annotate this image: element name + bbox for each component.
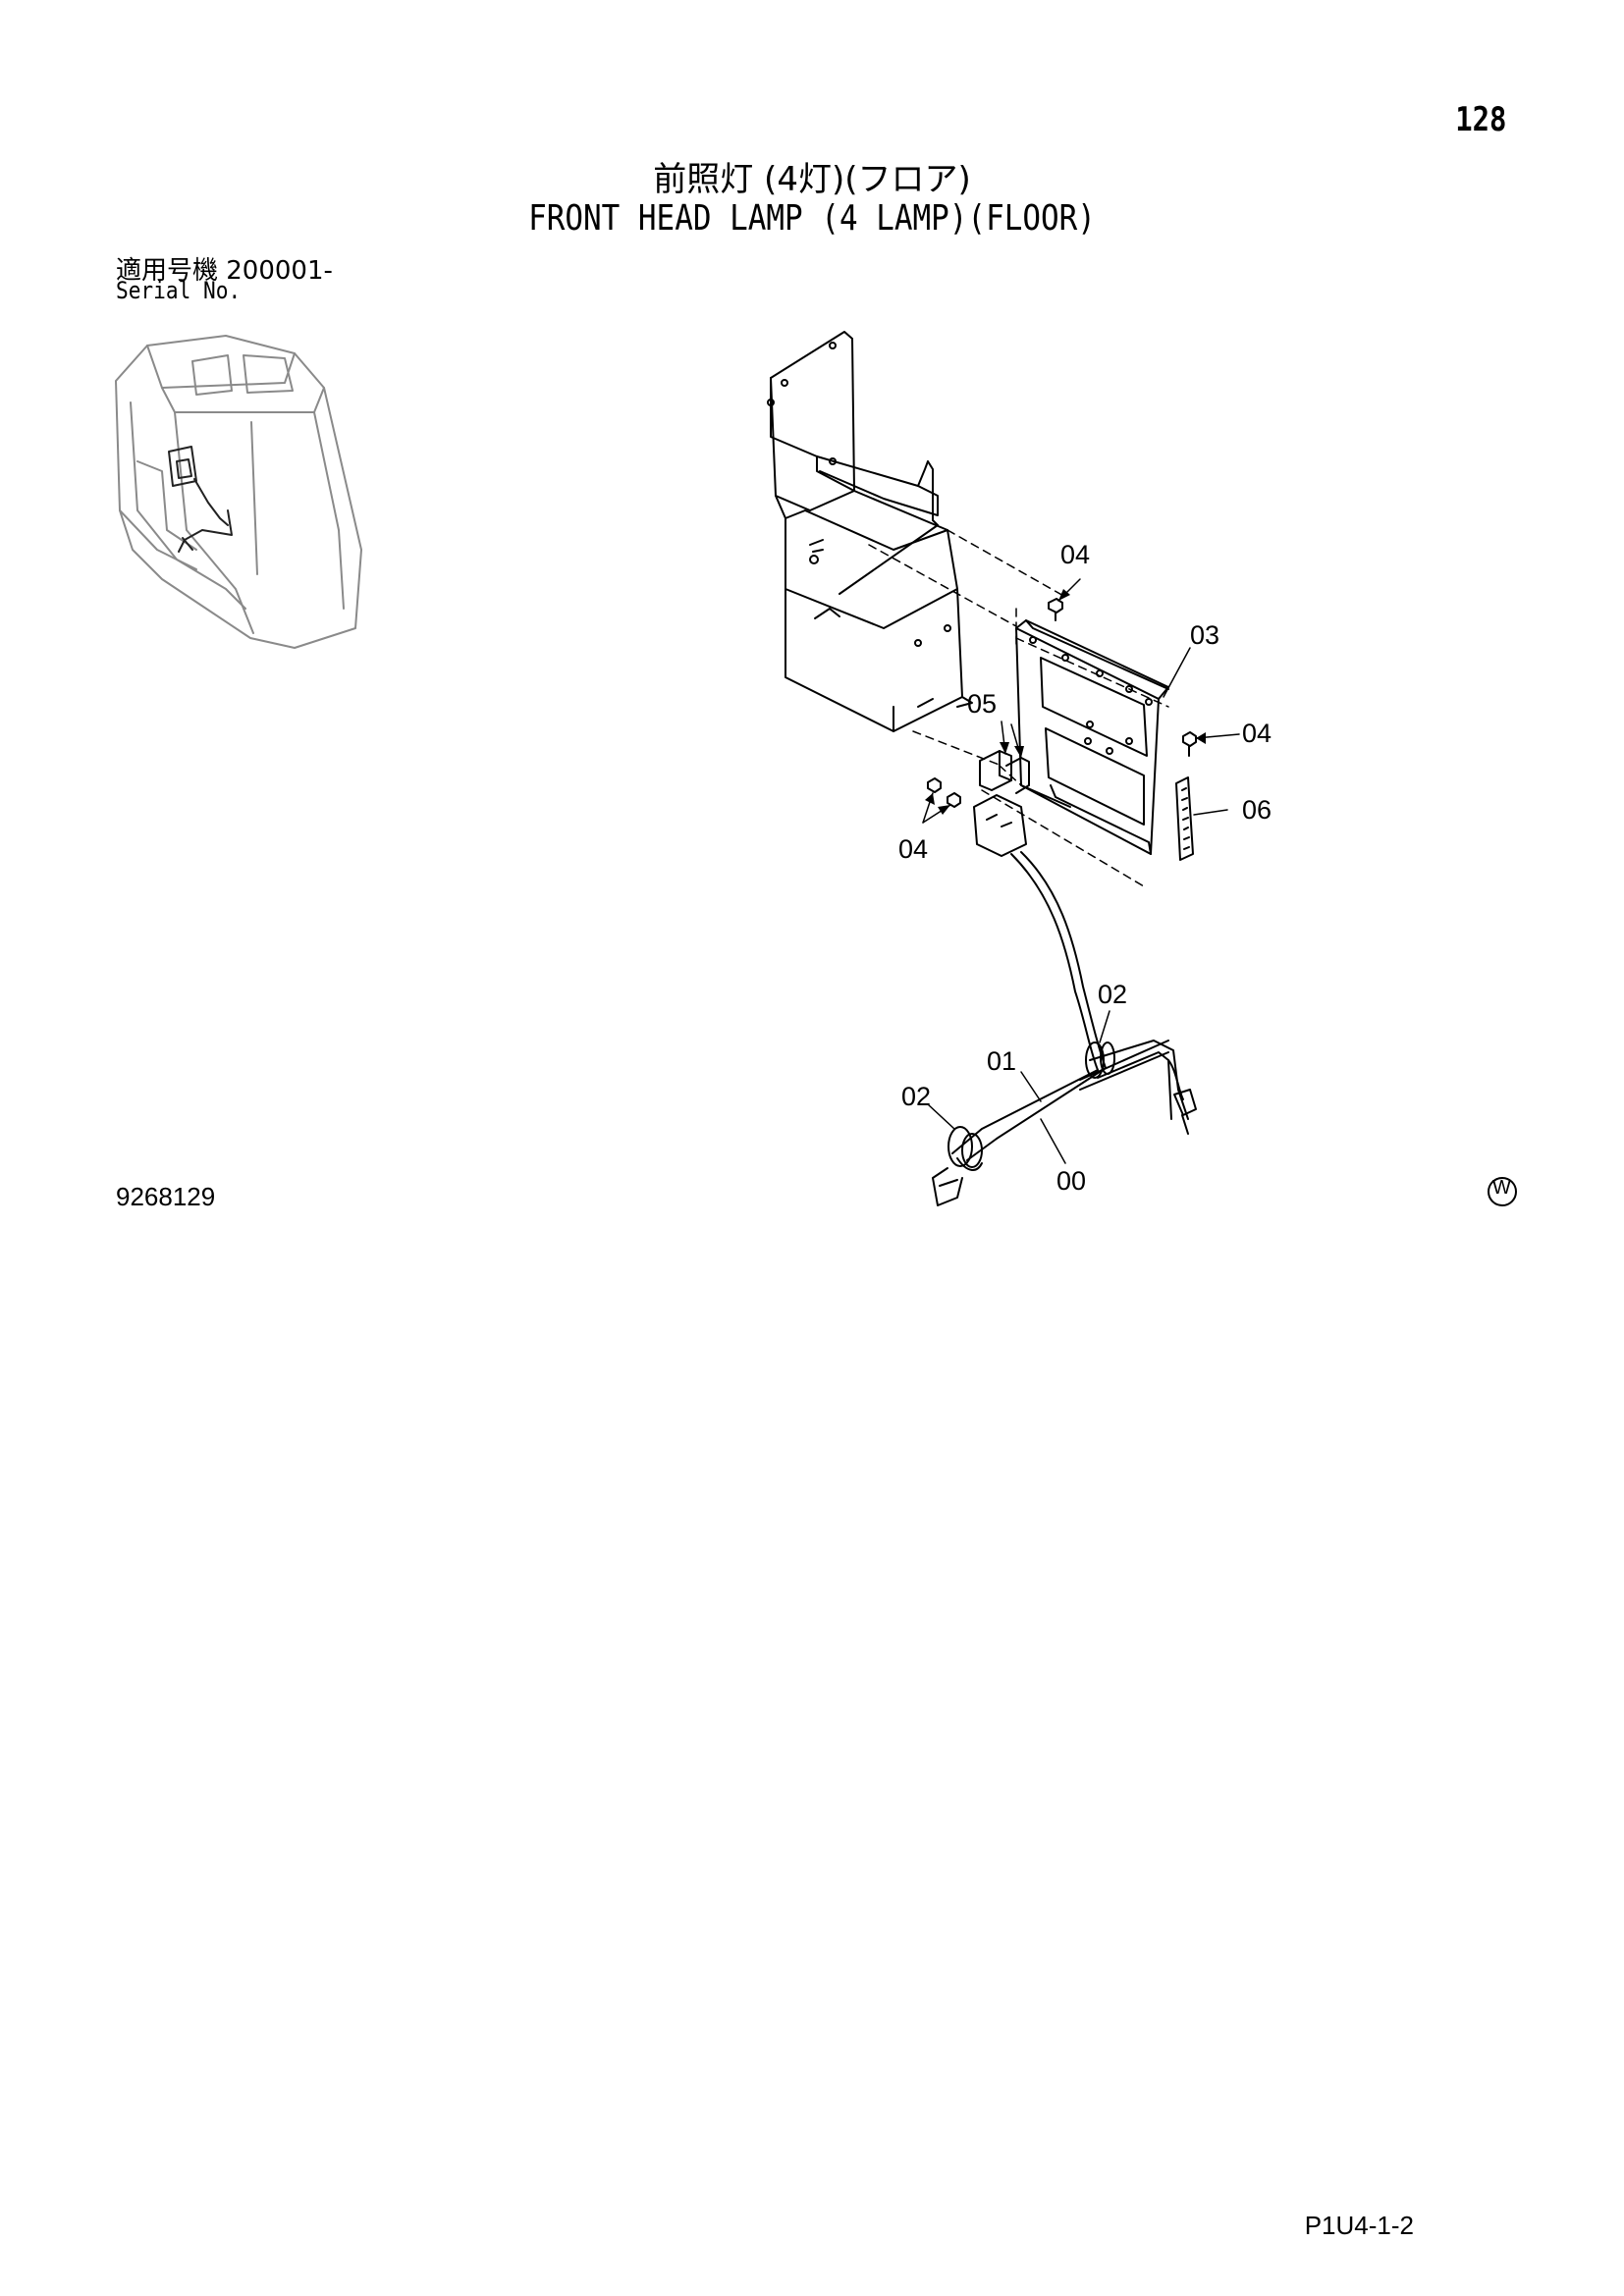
title-english: FRONT HEAD LAMP (4 LAMP)(FLOOR) — [528, 198, 1096, 239]
callout-05: 05 — [967, 689, 998, 719]
callout-02-left: 02 — [901, 1082, 932, 1111]
callout-03: 03 — [1190, 620, 1220, 650]
circled-w-icon — [1488, 1177, 1517, 1206]
page-number: 128 — [1454, 100, 1506, 139]
serial-label-english: Serial No. — [116, 277, 242, 304]
callout-04-top: 04 — [1060, 540, 1091, 569]
callout-01: 01 — [987, 1046, 1017, 1076]
seal-strip-drawing — [1175, 776, 1194, 861]
clamp-drawing — [947, 1041, 1115, 1168]
callout-06: 06 — [1242, 795, 1272, 825]
clip-drawing — [979, 750, 1030, 794]
leader-arrowheads — [925, 589, 1206, 815]
callout-02-right: 02 — [1098, 980, 1128, 1009]
bolt-right-drawing — [1182, 731, 1197, 757]
callout-leader-lines — [922, 578, 1240, 1164]
serial-label-japanese: 適用号機 200001- — [116, 256, 333, 286]
cab-harness-highlight — [168, 446, 233, 553]
bolt-left-drawing — [927, 777, 961, 808]
callout-00: 00 — [1056, 1166, 1087, 1196]
mounting-bracket-drawing — [767, 331, 973, 732]
cab-overview-illustration — [115, 335, 362, 649]
callout-04-right: 04 — [1242, 719, 1272, 748]
circled-w-letter: W — [1492, 1177, 1511, 1199]
footer-code: P1U4-1-2 — [1304, 2211, 1414, 2240]
title-japanese: 前照灯 (4灯)(フロア) — [653, 160, 971, 199]
lamp-plate-drawing — [1015, 619, 1169, 855]
callout-04-left: 04 — [898, 834, 929, 864]
wire-harness-drawing — [932, 794, 1197, 1206]
bolt-top-drawing — [1048, 598, 1063, 621]
drawing-number: 9268129 — [116, 1182, 216, 1211]
